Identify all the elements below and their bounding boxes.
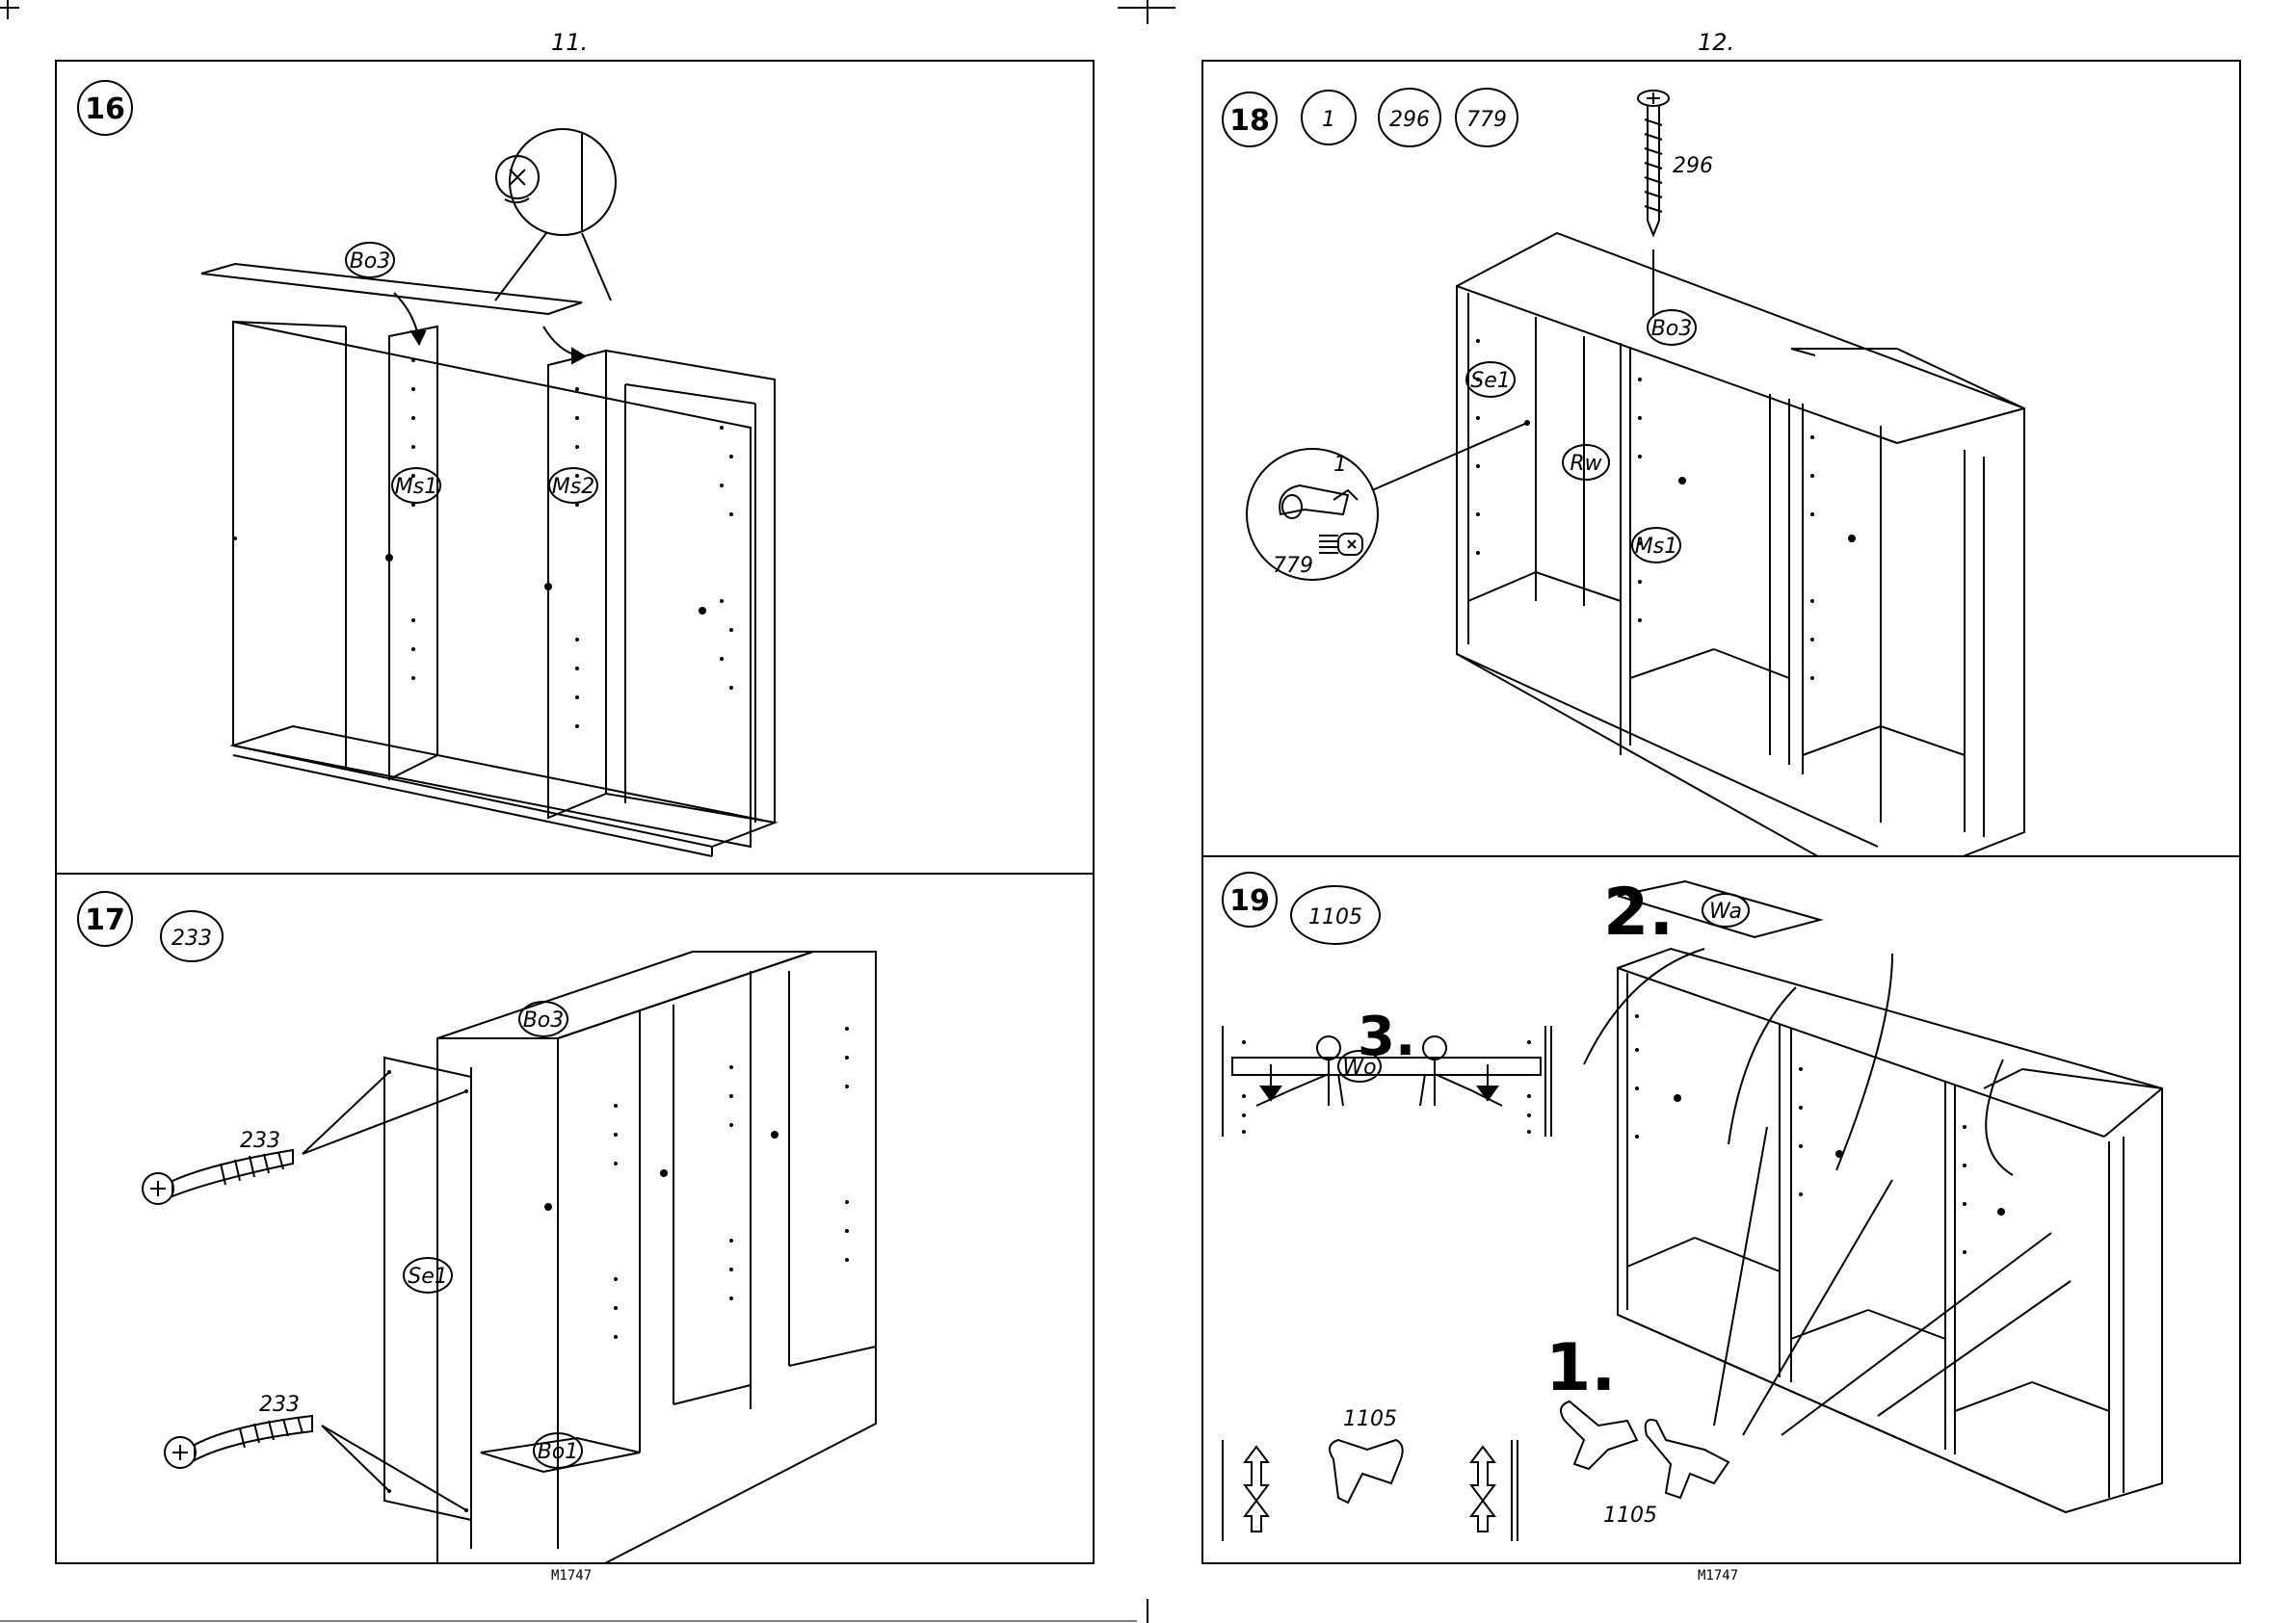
step-16-panel: 16 Bo3 Ms1 Ms2 xyxy=(55,60,1095,875)
step-number-badge: 18 xyxy=(1223,92,1277,146)
top-panel xyxy=(201,264,582,314)
arrow-head-icon xyxy=(411,331,425,344)
qty-779: 779 xyxy=(1466,108,1507,132)
right-section xyxy=(606,351,775,823)
hole-pattern xyxy=(1476,339,1856,680)
step-18-illustration: 18 1 296 779 296 xyxy=(1203,62,2239,855)
screw-icon xyxy=(165,1416,312,1468)
screw-icon xyxy=(143,1150,293,1204)
bracket-clip-icon xyxy=(1330,1440,1403,1503)
wardrobe-outline xyxy=(1618,949,2162,1512)
part-label-wa: Wa xyxy=(1709,900,1742,924)
bracket-clip-icon xyxy=(1561,1401,1637,1469)
qty-1105: 1105 xyxy=(1308,905,1362,929)
fastener-qty-233: 233 xyxy=(172,927,212,951)
step-number-badge: 19 xyxy=(1223,873,1277,927)
middle-side-2 xyxy=(548,351,606,818)
step-17-illustration: 17 233 233 233 Bo3 Se1 B xyxy=(57,875,1093,1562)
step-17-number: 17 xyxy=(85,903,125,937)
wardrobe-frame xyxy=(233,322,751,847)
arrow-icon xyxy=(1836,954,1892,1170)
screw-label-296: 296 xyxy=(1673,154,1713,178)
part-label-bo3: Bo3 xyxy=(350,249,391,274)
step-16-number: 16 xyxy=(85,92,125,126)
step-number-badge: 16 xyxy=(78,81,132,135)
clip-label-1105-b: 1105 xyxy=(1603,1504,1657,1528)
step-19-panel: 19 1105 2. 3. 1. Wa xyxy=(1201,855,2241,1564)
step-18-panel: 18 1 296 779 296 xyxy=(1201,60,2241,857)
cam-lock-detail-icon xyxy=(495,129,616,301)
part-label-ms1: Ms1 xyxy=(1635,535,1677,559)
wardrobe-outline xyxy=(1457,233,2024,855)
sequence-1: 1. xyxy=(1545,1330,1616,1406)
step-16-illustration: 16 Bo3 Ms1 Ms2 xyxy=(57,62,1093,873)
screw-icon xyxy=(1638,91,1669,235)
arrow-head-icon xyxy=(1261,1086,1280,1100)
up-down-arrow-icon xyxy=(1245,1447,1268,1501)
screw-label-233-top: 233 xyxy=(240,1129,280,1153)
hole-pattern xyxy=(1635,1014,2005,1254)
part-label-wo: Wo xyxy=(1342,1056,1376,1080)
part-label-rw: Rw xyxy=(1570,452,1602,476)
screw-label-233-bottom: 233 xyxy=(259,1393,300,1417)
detail-label-1: 1 xyxy=(1333,453,1347,477)
step-19-illustration: 19 1105 2. 3. 1. Wa xyxy=(1203,857,2239,1562)
qty-296: 296 xyxy=(1389,108,1430,132)
hole-pattern xyxy=(387,1027,849,1512)
detail-label-779: 779 xyxy=(1273,554,1313,578)
part-label-bo3: Bo3 xyxy=(523,1008,565,1033)
part-label-ms1: Ms1 xyxy=(395,475,437,499)
middle-side-1 xyxy=(389,327,437,779)
side-panel xyxy=(384,1058,471,1520)
step-19-number: 19 xyxy=(1229,884,1270,918)
part-label-ms2: Ms2 xyxy=(552,475,594,499)
step-number-badge: 17 xyxy=(78,892,132,946)
up-down-arrow-icon xyxy=(1471,1447,1494,1501)
qty-1: 1 xyxy=(1322,108,1335,132)
hole-pattern xyxy=(233,358,733,728)
step-18-number: 18 xyxy=(1229,104,1270,138)
bracket-clip-icon xyxy=(1646,1420,1729,1498)
clip-label-1105-a: 1105 xyxy=(1343,1407,1397,1431)
step-17-panel: 17 233 233 233 Bo3 Se1 B xyxy=(55,873,1095,1564)
arrow-icon xyxy=(1584,949,1704,1064)
arrow-head-icon xyxy=(572,349,585,363)
bottom-plinth xyxy=(233,726,775,847)
part-label-bo3: Bo3 xyxy=(1651,317,1693,341)
part-label-bo1: Bo1 xyxy=(538,1440,579,1464)
wardrobe-outline xyxy=(437,952,876,1562)
arrow-head-icon xyxy=(1478,1086,1497,1100)
part-label-se1: Se1 xyxy=(1470,369,1511,393)
part-label-se1: Se1 xyxy=(408,1265,448,1289)
